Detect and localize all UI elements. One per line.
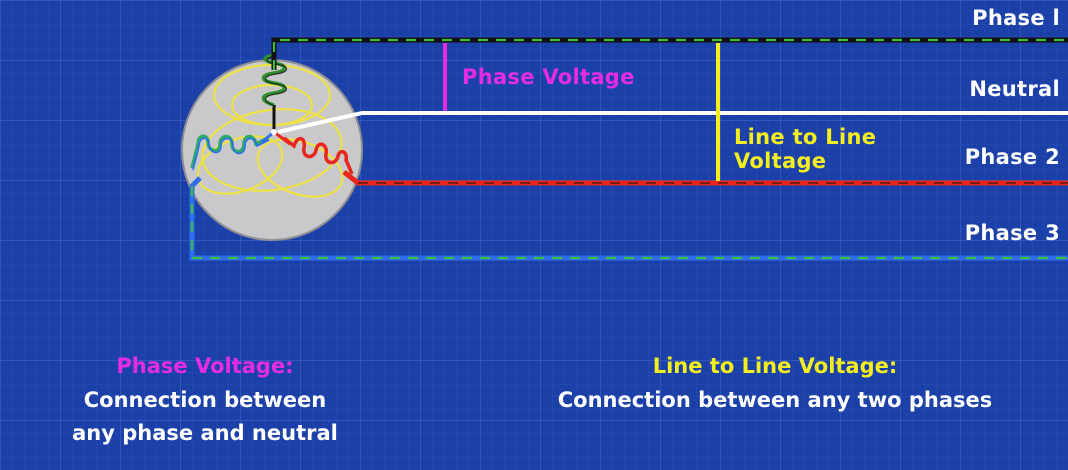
neutral-label: Neutral — [969, 77, 1060, 101]
phase-3-label: Phase 3 — [964, 221, 1060, 245]
line-to-line-definition-title: Line to Line Voltage: — [652, 354, 898, 378]
star-point — [271, 129, 277, 135]
line-to-line-definition-line-1: Connection between any two phases — [557, 387, 993, 412]
coil-phase-2 — [282, 136, 354, 175]
neutral-wire — [277, 111, 1068, 134]
phase-1-wire — [271, 37, 1068, 70]
generator — [181, 53, 363, 241]
line-to-line-annotation-line-1: Line to Line — [734, 125, 877, 149]
phase-3-wire — [189, 176, 1068, 261]
phase-voltage-annotation: Phase Voltage — [462, 65, 635, 89]
line-to-line-voltage-annotation: Line to Line Voltage — [734, 125, 876, 173]
phase-2-label: Phase 2 — [964, 145, 1060, 169]
magnetic-field-lines — [196, 63, 344, 198]
phase-voltage-definition-line-2: any phase and neutral — [72, 421, 338, 446]
line-to-line-annotation-line-2: Voltage — [734, 149, 827, 174]
phase-voltage-definition: Phase Voltage: Connection between any ph… — [40, 350, 370, 451]
generator-housing — [181, 59, 363, 241]
line-to-line-voltage-definition: Line to Line Voltage: Connection between… — [520, 350, 1030, 417]
phase-voltage-definition-title: Phase Voltage: — [116, 354, 294, 378]
phase-voltage-definition-line-1: Connection between — [83, 387, 327, 412]
phase-1-label: Phase l — [972, 6, 1060, 30]
phase-2-wire — [342, 170, 1068, 186]
